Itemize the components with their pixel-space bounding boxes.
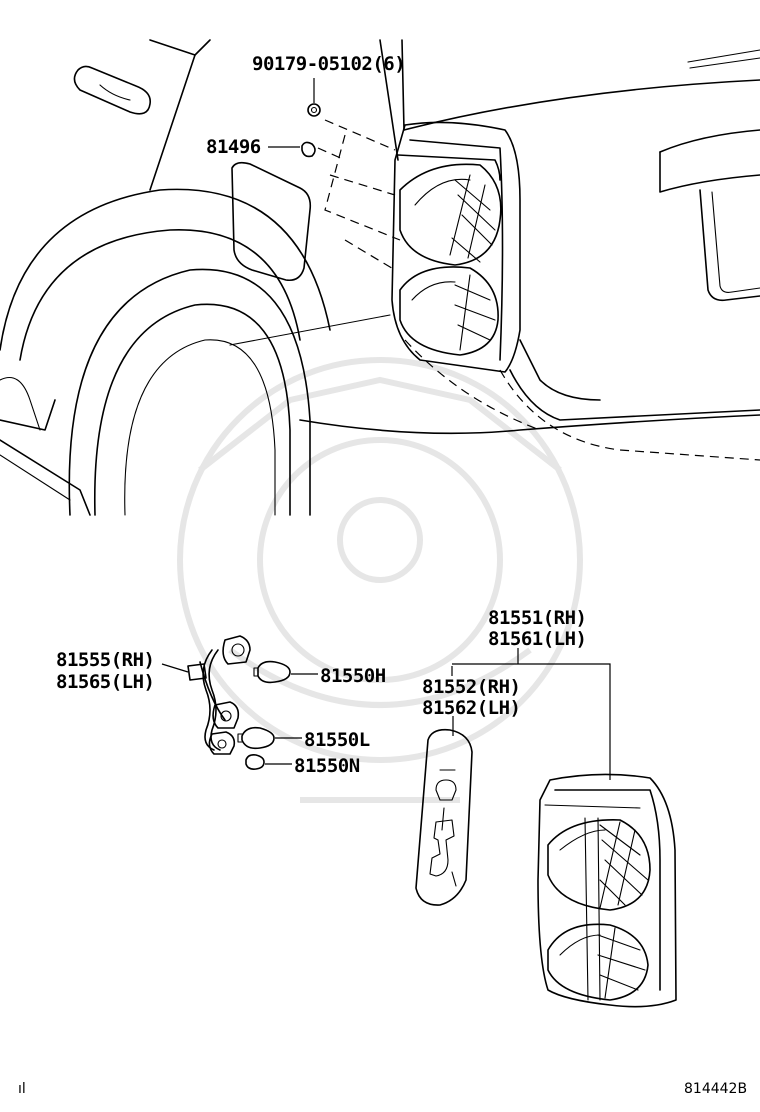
socket-leader <box>161 663 189 673</box>
socket-wire-harness <box>187 635 251 755</box>
socket-rh-part-number: 81555(RH) <box>56 649 154 671</box>
lamp-gasket <box>415 728 473 906</box>
bulb-n <box>245 754 265 770</box>
installed-tail-lamp <box>391 121 521 373</box>
clip-part <box>268 141 316 158</box>
vehicle-body-illustration <box>0 39 760 516</box>
lamp-lh-part-number: 81561(LH) <box>488 628 586 650</box>
tail-lamp-assembly <box>537 773 677 1008</box>
lamp-rh-part-number: 81551(RH) <box>488 607 586 629</box>
lamp-bracket-leader <box>452 663 611 780</box>
gasket-rh-part-number: 81552(RH) <box>422 676 520 698</box>
clip-part-number: 81496 <box>206 136 261 158</box>
bulb-n-part-number: 81550N <box>294 755 360 777</box>
footer-mark: ıl <box>18 1081 26 1097</box>
bulb-h <box>253 660 291 684</box>
mounting-guide-lines <box>317 119 401 271</box>
bolt-part <box>307 78 321 117</box>
socket-lh-part-number: 81565(LH) <box>56 671 154 693</box>
gasket-lh-part-number: 81562(LH) <box>422 697 520 719</box>
watermark-emblem <box>177 357 583 803</box>
bolt-part-number: 90179-05102(6) <box>252 53 405 75</box>
bulb-l-part-number: 81550L <box>304 729 370 751</box>
bulb-h-part-number: 81550H <box>320 665 386 687</box>
diagram-id: 814442B <box>684 1081 747 1097</box>
bulb-l <box>237 726 275 750</box>
